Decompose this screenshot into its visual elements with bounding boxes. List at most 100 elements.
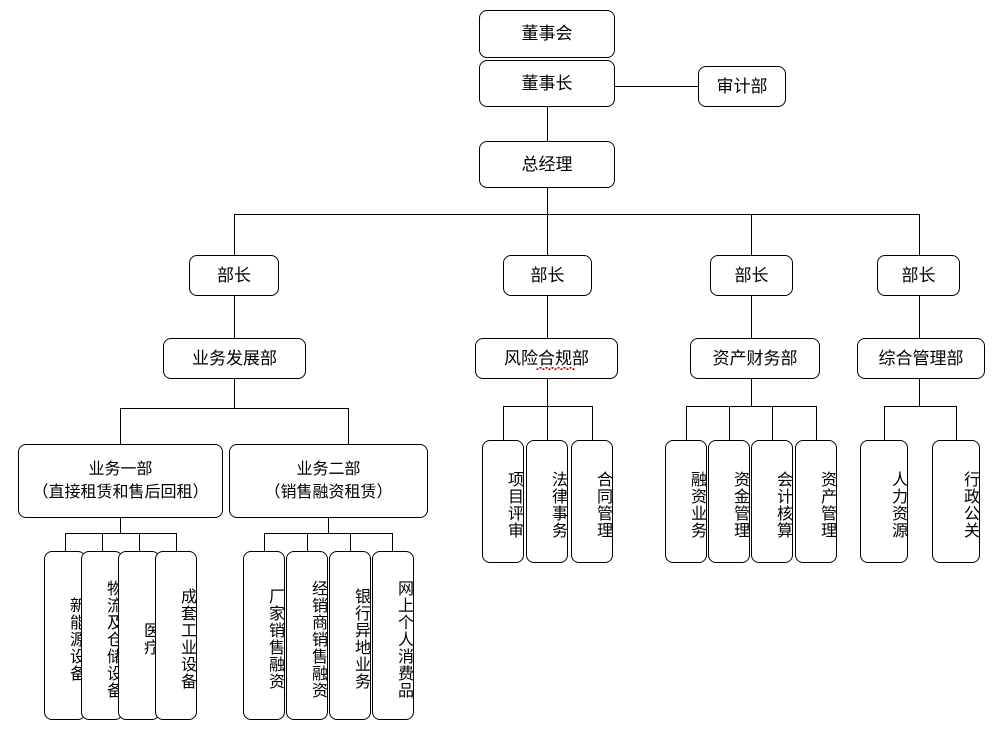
connector-risk-leaf-1 xyxy=(503,406,504,440)
node-label: 资产管理 xyxy=(818,471,835,539)
node-risk-leaf-contract-management[interactable]: 合同管理 xyxy=(571,440,613,563)
connector-bus-to-head4 xyxy=(919,214,920,255)
node-department-general-admin[interactable]: 综合管理部 xyxy=(857,338,985,379)
node-risk-leaf-legal-affairs[interactable]: 法律事务 xyxy=(526,440,568,563)
connector-bus-to-head1 xyxy=(234,214,235,255)
connector-finance-leaf-4 xyxy=(816,406,817,440)
node-label: 总经理 xyxy=(521,154,573,174)
node-business-unit-1[interactable]: 业务一部 （直接租赁和售后回租） xyxy=(18,444,223,518)
node-label: 法律事务 xyxy=(549,471,566,539)
connector-biz1-leaf-1 xyxy=(65,533,66,551)
node-label: 资产财务部 xyxy=(712,348,798,368)
node-biz2-leaf-bank-offsite-business[interactable]: 银行异地业务 xyxy=(329,551,371,720)
connector-admin-bar xyxy=(884,406,956,407)
node-finance-leaf-accounting[interactable]: 会计核算 xyxy=(751,440,793,563)
connector-biz1-leaf-4 xyxy=(176,533,177,551)
connector-biz1-leaf-2 xyxy=(102,533,103,551)
connector-chairman-to-audit xyxy=(615,86,698,87)
connector-head1-to-dept-business xyxy=(234,296,235,338)
connector-bar-to-biz-unit-1 xyxy=(120,408,121,444)
node-label: 董事会 xyxy=(521,24,573,44)
node-admin-leaf-administration-public-relations[interactable]: 行政公关 xyxy=(932,440,980,563)
node-finance-leaf-financing-business[interactable]: 融资业务 xyxy=(665,440,707,563)
connector-chairman-to-gm xyxy=(547,107,548,141)
node-department-risk-compliance[interactable]: 风险合规部 xyxy=(475,338,618,379)
node-biz2-leaf-online-personal-consumer-goods[interactable]: 网上个人消费品 xyxy=(372,551,414,720)
node-biz1-leaf-industrial-equipment-sets[interactable]: 成套工业设备 xyxy=(155,551,197,720)
node-admin-leaf-human-resources[interactable]: 人力资源 xyxy=(860,440,908,563)
node-label: 业务发展部 xyxy=(192,348,277,368)
node-biz2-leaf-manufacturer-sales-financing[interactable]: 厂家销售融资 xyxy=(243,551,285,720)
node-label: 审计部 xyxy=(716,76,768,96)
connector-biz-unit-1-stem xyxy=(120,518,121,533)
node-biz2-leaf-dealer-sales-financing[interactable]: 经销商销售融资 xyxy=(286,551,328,720)
node-label: 行政公关 xyxy=(961,471,978,539)
node-label: 资金管理 xyxy=(731,471,748,539)
node-label: 人力资源 xyxy=(889,471,906,539)
node-head-finance[interactable]: 部长 xyxy=(710,255,793,296)
node-label: 新能源设备 xyxy=(67,596,84,682)
connector-biz2-leaf-2 xyxy=(307,533,308,551)
node-finance-leaf-fund-management[interactable]: 资金管理 xyxy=(708,440,750,563)
node-head-admin[interactable]: 部长 xyxy=(877,255,960,296)
node-label: 经销商销售融资 xyxy=(309,579,326,699)
connector-dept-finance-stem xyxy=(751,379,752,406)
connector-dept-risk-stem xyxy=(547,379,548,406)
node-label: 董事长 xyxy=(521,73,573,93)
node-board-of-directors[interactable]: 董事会 xyxy=(479,10,615,58)
connector-risk-leaf-2 xyxy=(547,406,548,440)
node-biz1-leaf-medical[interactable]: 医疗 xyxy=(118,551,160,720)
connector-biz1-leaf-3 xyxy=(139,533,140,551)
node-label: 医疗 xyxy=(141,622,158,656)
node-label: 业务二部 （销售融资租赁） xyxy=(264,460,393,501)
connector-biz-unit-2-stem xyxy=(328,518,329,533)
connector-finance-leaf-3 xyxy=(772,406,773,440)
connector-biz1-bar xyxy=(65,533,176,534)
node-department-business-development[interactable]: 业务发展部 xyxy=(163,338,306,379)
node-biz1-leaf-logistics-warehouse-equipment[interactable]: 物流及仓储设备 xyxy=(81,551,123,720)
node-label: 部长 xyxy=(530,265,565,285)
node-head-business[interactable]: 部长 xyxy=(189,255,279,296)
node-general-manager[interactable]: 总经理 xyxy=(479,141,615,188)
node-head-risk[interactable]: 部长 xyxy=(503,255,592,296)
connector-bus-to-head3 xyxy=(751,214,752,255)
connector-bus-to-head2 xyxy=(547,214,548,255)
node-chairman[interactable]: 董事长 xyxy=(479,60,615,107)
node-label: 合同管理 xyxy=(594,471,611,539)
node-label: 部长 xyxy=(734,265,769,285)
connector-biz2-bar xyxy=(264,533,392,534)
connector-finance-leaf-2 xyxy=(729,406,730,440)
spellcheck-underline-risk xyxy=(536,367,575,370)
node-department-asset-finance[interactable]: 资产财务部 xyxy=(690,338,820,379)
connector-biz2-leaf-3 xyxy=(350,533,351,551)
connector-dept-business-stem xyxy=(234,379,235,408)
connector-biz2-leaf-4 xyxy=(392,533,393,551)
node-finance-leaf-asset-management[interactable]: 资产管理 xyxy=(795,440,837,563)
node-label: 银行异地业务 xyxy=(352,588,369,690)
connector-main-bus xyxy=(234,214,919,215)
node-label: 综合管理部 xyxy=(878,348,964,368)
connector-dept-admin-stem xyxy=(919,379,920,406)
connector-admin-leaf-1 xyxy=(884,406,885,440)
node-label: 物流及仓储设备 xyxy=(104,579,121,699)
connector-finance-leaf-1 xyxy=(686,406,687,440)
node-label: 会计核算 xyxy=(774,471,791,539)
connector-finance-bar xyxy=(686,406,816,407)
node-risk-leaf-project-review[interactable]: 项目评审 xyxy=(482,440,524,563)
node-label: 成套工业设备 xyxy=(178,588,195,690)
node-biz1-leaf-new-energy-equipment[interactable]: 新能源设备 xyxy=(44,551,86,720)
node-label: 风险合规部 xyxy=(504,348,589,368)
connector-biz2-leaf-1 xyxy=(264,533,265,551)
connector-business-units-bar xyxy=(120,408,349,409)
connector-risk-leaf-3 xyxy=(592,406,593,440)
connector-head3-to-dept-finance xyxy=(751,296,752,338)
node-label: 部长 xyxy=(901,265,936,285)
node-business-unit-2[interactable]: 业务二部 （销售融资租赁） xyxy=(229,444,428,518)
connector-head2-to-dept-risk xyxy=(547,296,548,338)
node-label: 项目评审 xyxy=(505,471,522,539)
node-audit-department[interactable]: 审计部 xyxy=(698,66,786,107)
connector-bar-to-biz-unit-2 xyxy=(348,408,349,444)
node-label: 业务一部 （直接租赁和售后回租） xyxy=(32,460,209,501)
connector-admin-leaf-2 xyxy=(956,406,957,440)
